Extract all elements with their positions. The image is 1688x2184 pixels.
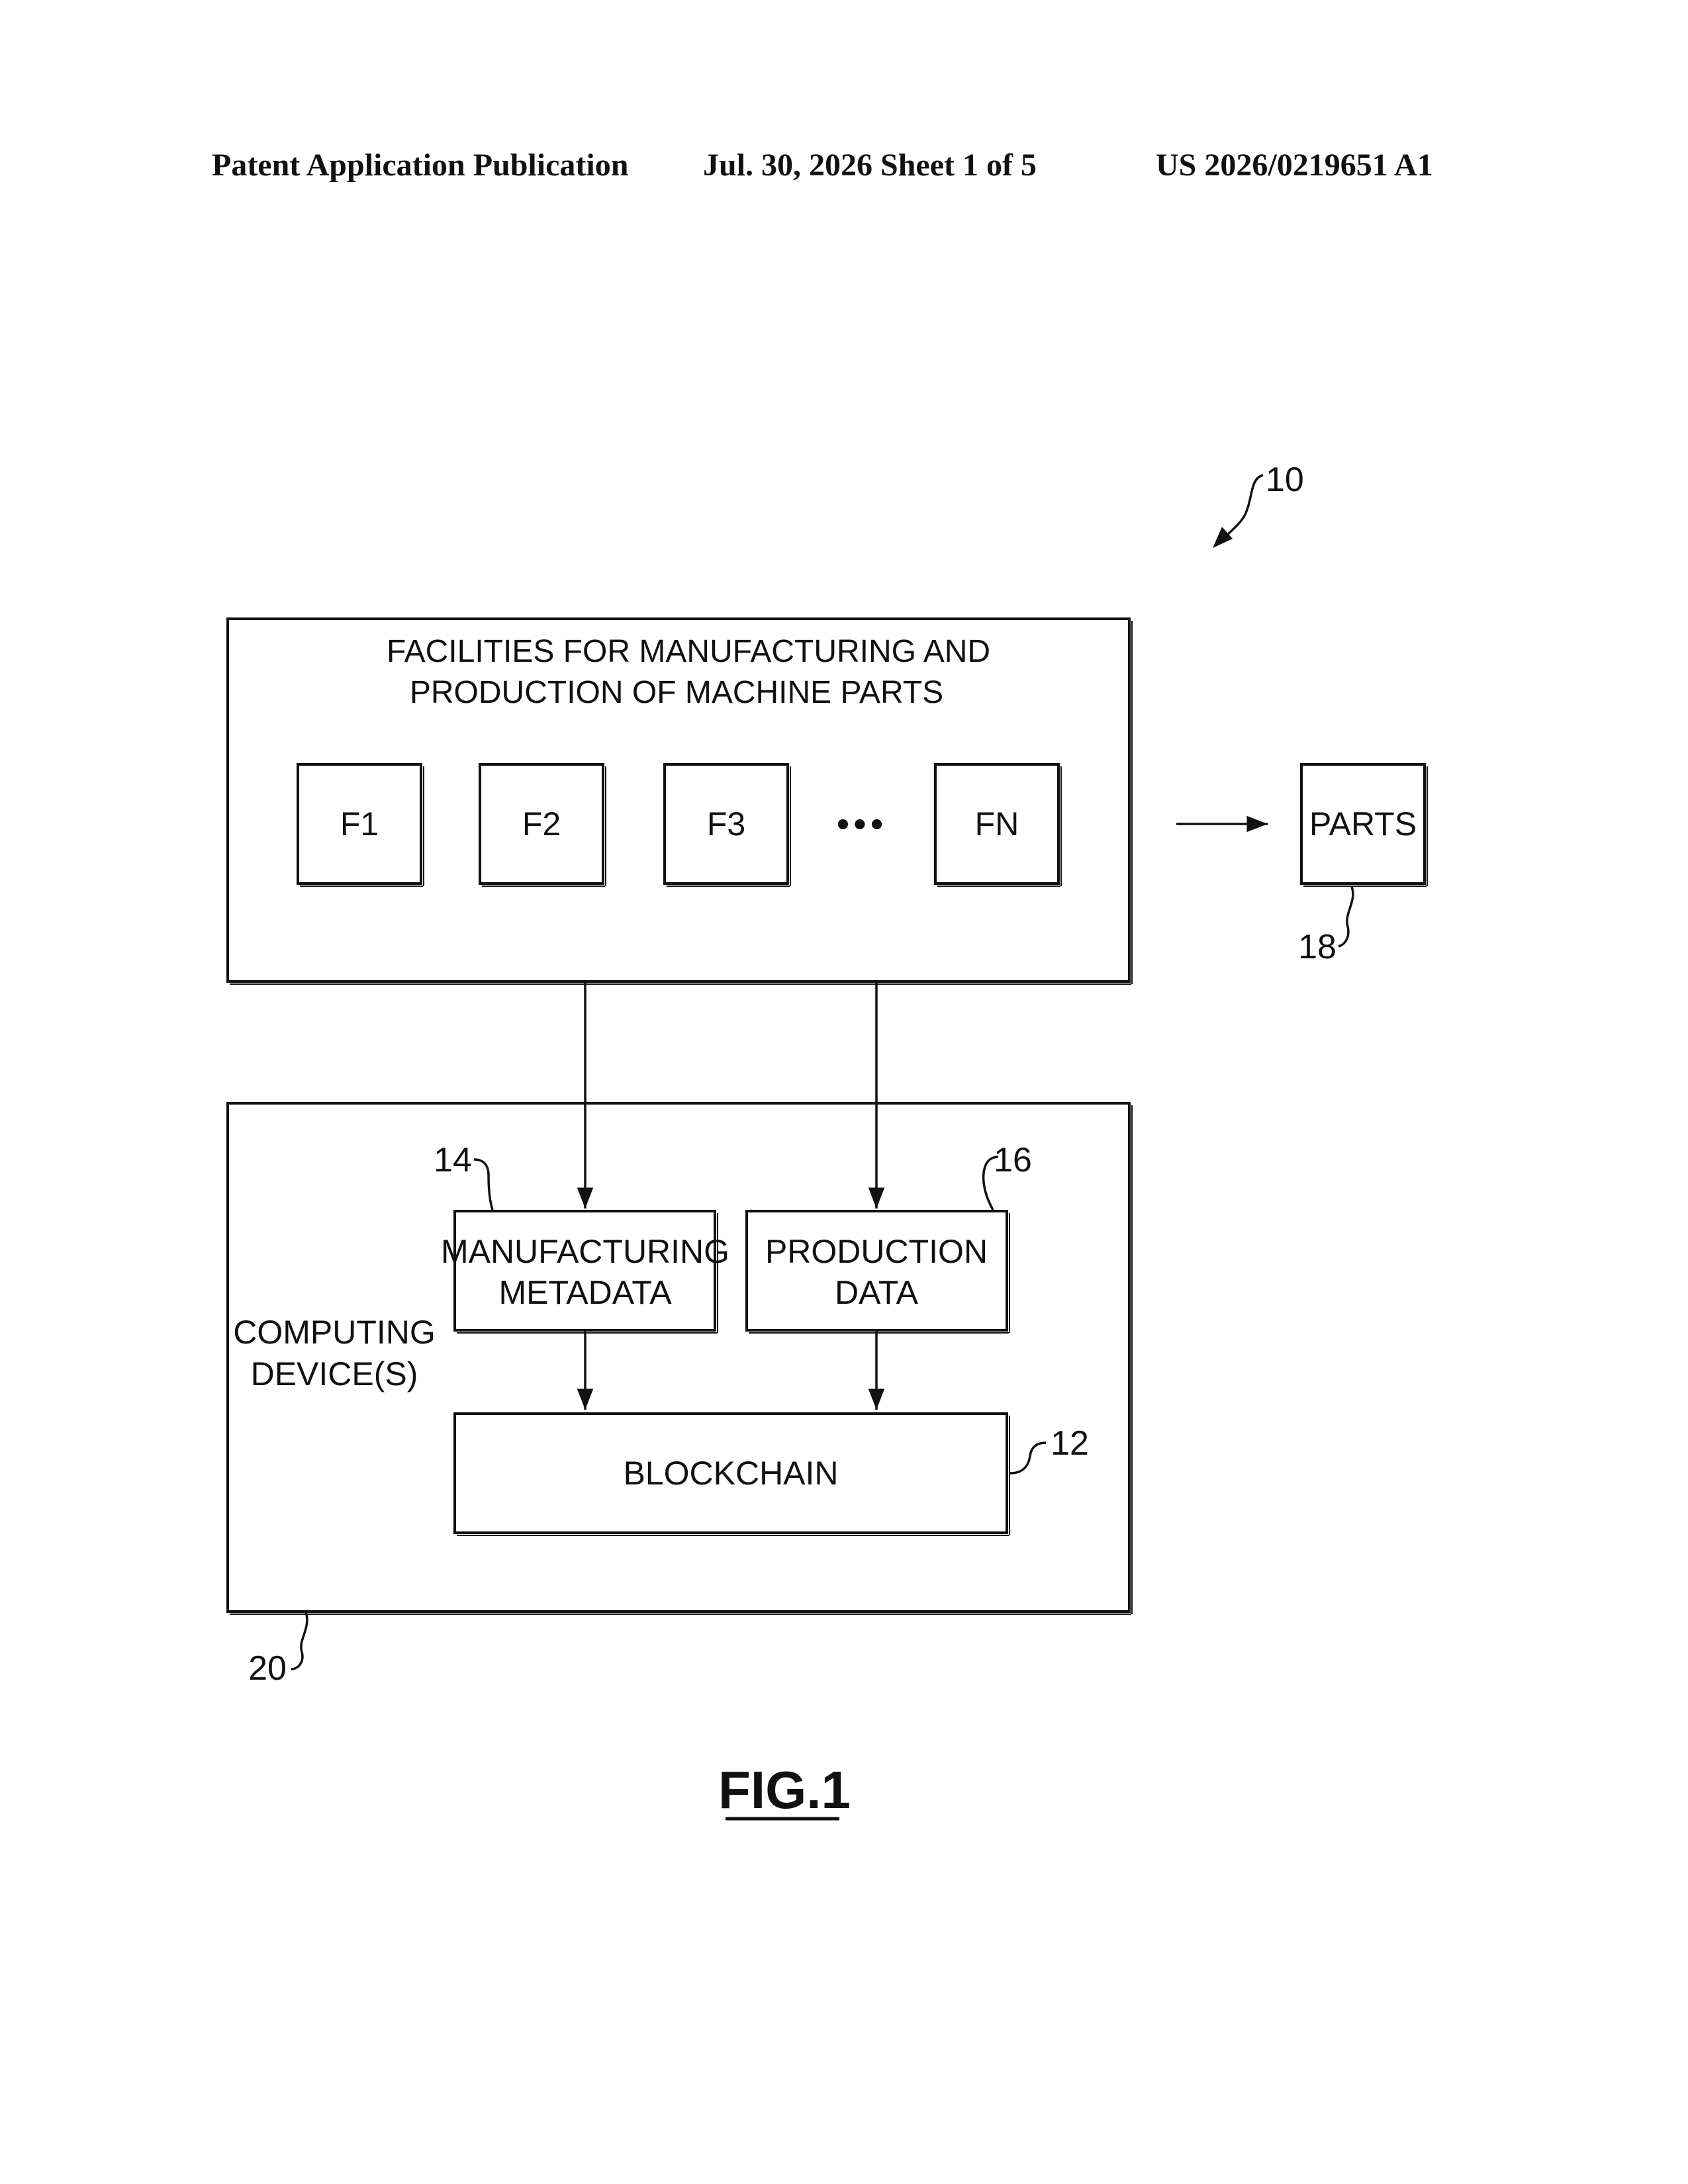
metadata-label-line2: METADATA bbox=[498, 1274, 672, 1311]
parts-label: PARTS bbox=[1309, 805, 1417, 842]
facilities-title-line2: PRODUCTION OF MACHINE PARTS bbox=[410, 675, 943, 710]
facility-f2-label: F2 bbox=[522, 805, 561, 842]
metadata-label-line1: MANUFACTURING bbox=[441, 1233, 729, 1270]
manufacturing-metadata-box bbox=[455, 1211, 718, 1333]
production-data-box bbox=[747, 1211, 1009, 1333]
ref-20-leader bbox=[291, 1612, 307, 1669]
ref-18: 18 bbox=[1298, 928, 1336, 966]
computing-label-line1: COMPUTING bbox=[233, 1314, 436, 1351]
facilities-box bbox=[228, 619, 1132, 984]
ref-16: 16 bbox=[994, 1141, 1032, 1179]
ref-12: 12 bbox=[1051, 1424, 1089, 1463]
computing-label-line2: DEVICE(S) bbox=[251, 1355, 418, 1392]
figure-caption: FIG.1 bbox=[718, 1760, 851, 1819]
production-label-line1: PRODUCTION bbox=[765, 1233, 988, 1270]
ref-18-leader bbox=[1338, 887, 1353, 946]
ref-14-leader bbox=[474, 1160, 492, 1210]
facilities-title-line1: FACILITIES FOR MANUFACTURING AND bbox=[387, 634, 990, 669]
ref-20: 20 bbox=[248, 1649, 287, 1688]
facility-ellipsis: ••• bbox=[837, 803, 888, 844]
ref-14: 14 bbox=[434, 1141, 472, 1179]
blockchain-label: BLOCKCHAIN bbox=[623, 1455, 838, 1492]
facility-fn-label: FN bbox=[975, 805, 1019, 842]
ref-10: 10 bbox=[1266, 461, 1304, 499]
production-label-line2: DATA bbox=[835, 1274, 919, 1311]
facility-f1-label: F1 bbox=[340, 805, 379, 842]
ref-12-leader bbox=[1010, 1443, 1046, 1473]
facility-f3-label: F3 bbox=[707, 805, 745, 842]
ref-10-leader bbox=[1213, 475, 1263, 548]
